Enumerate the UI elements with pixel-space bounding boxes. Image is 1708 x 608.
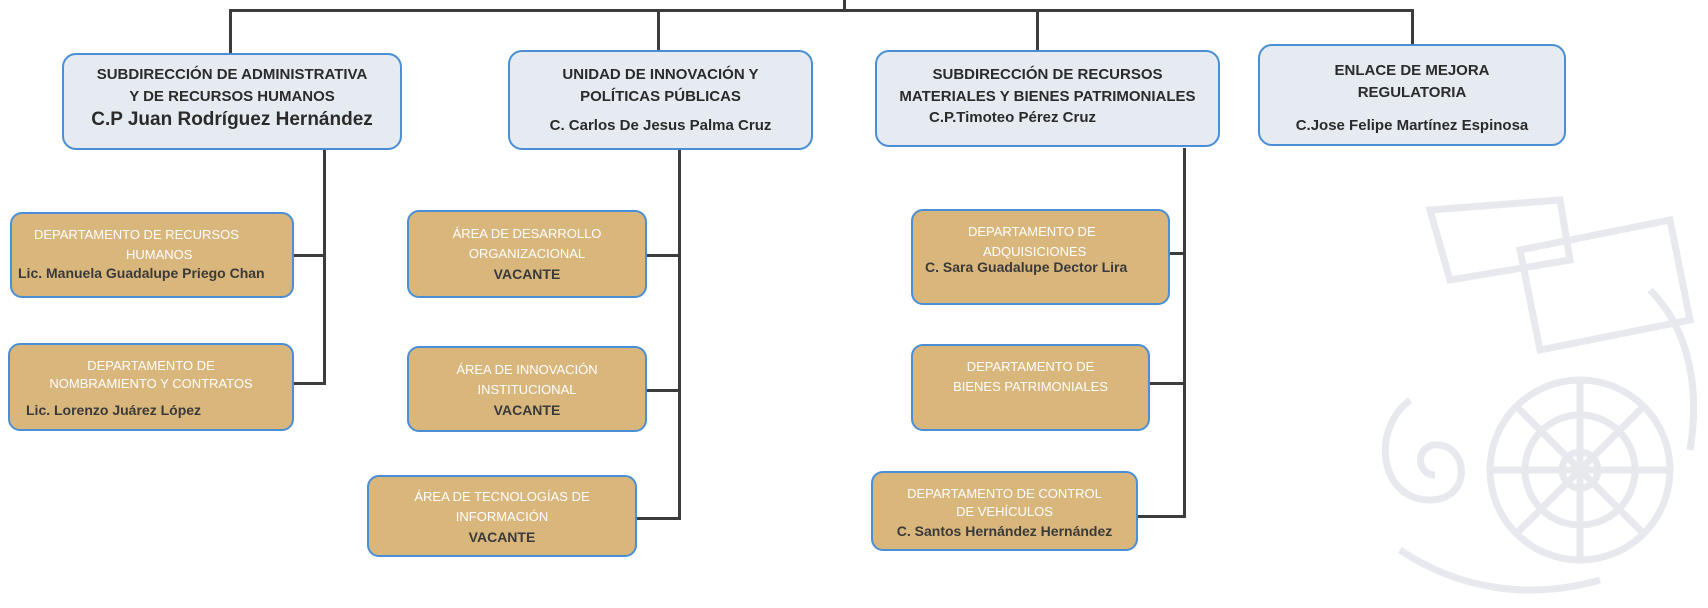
area-title: ORGANIZACIONAL bbox=[468, 246, 586, 261]
dept-title: DEPARTAMENTO DE bbox=[87, 358, 215, 373]
branch-unit-3-b bbox=[1149, 382, 1186, 385]
branch-unit-3-a bbox=[1169, 252, 1186, 255]
drop-line-unit-3 bbox=[1036, 9, 1039, 56]
area-status: VACANTE bbox=[493, 266, 561, 282]
area-title: ÁREA DE TECNOLOGÍAS DE bbox=[414, 489, 590, 504]
dept-title: DE VEHÍCULOS bbox=[956, 504, 1053, 519]
area-title: INSTITUCIONAL bbox=[477, 382, 577, 397]
unit-head-name: C. Carlos De Jesus Palma Cruz bbox=[549, 117, 772, 134]
dept-box-control-vehiculos: DEPARTAMENTO DE CONTROL DE VEHÍCULOS C. … bbox=[871, 471, 1138, 551]
unit-box-innovacion-politicas: UNIDAD DE INNOVACIÓN Y POLÍTICAS PÚBLICA… bbox=[508, 50, 813, 150]
unit-title: REGULATORIA bbox=[1357, 84, 1467, 101]
seal-watermark bbox=[1381, 196, 1698, 594]
branch-unit-1-b bbox=[293, 382, 326, 385]
area-status: VACANTE bbox=[468, 529, 536, 545]
trunk-unit-2 bbox=[678, 148, 681, 520]
unit-title: SUBDIRECCIÓN DE RECURSOS bbox=[932, 66, 1163, 83]
dept-title: ADQUISICIONES bbox=[983, 244, 1087, 259]
root-stub-line bbox=[843, 0, 846, 11]
dept-person-name: Lic. Manuela Guadalupe Priego Chan bbox=[18, 265, 265, 281]
dept-title: DEPARTAMENTO DE CONTROL bbox=[907, 486, 1102, 501]
dept-person-name: Lic. Lorenzo Juárez López bbox=[26, 402, 202, 418]
unit-box-subdireccion-administrativa: SUBDIRECCIÓN DE ADMINISTRATIVA Y DE RECU… bbox=[62, 53, 402, 150]
dept-title: BIENES PATRIMONIALES bbox=[953, 379, 1108, 394]
unit-head-name: C.P.Timoteo Pérez Cruz bbox=[929, 109, 1096, 126]
dept-title: DEPARTAMENTO DE bbox=[968, 224, 1096, 239]
dept-title: NOMBRAMIENTO Y CONTRATOS bbox=[49, 376, 253, 391]
dept-person-name: C. Sara Guadalupe Dector Lira bbox=[925, 259, 1128, 275]
unit-title: Y DE RECURSOS HUMANOS bbox=[129, 88, 335, 105]
dept-person-name: C. Santos Hernández Hernández bbox=[896, 523, 1113, 539]
unit-box-mejora-regulatoria: ENLACE DE MEJORA REGULATORIA C.Jose Feli… bbox=[1258, 44, 1566, 146]
area-title: ÁREA DE DESARROLLO bbox=[452, 226, 602, 241]
unit-title: MATERIALES Y BIENES PATRIMONIALES bbox=[899, 88, 1196, 105]
area-box-desarrollo-organizacional: ÁREA DE DESARROLLO ORGANIZACIONAL VACANT… bbox=[407, 210, 647, 298]
dept-box-nombramiento-contratos: DEPARTAMENTO DE NOMBRAMIENTO Y CONTRATOS… bbox=[8, 343, 294, 431]
area-box-tecnologias-informacion: ÁREA DE TECNOLOGÍAS DE INFORMACIÓN VACAN… bbox=[367, 475, 637, 557]
unit-title: POLÍTICAS PÚBLICAS bbox=[580, 88, 741, 105]
drop-line-unit-4 bbox=[1411, 9, 1414, 50]
dept-title: HUMANOS bbox=[126, 247, 193, 262]
area-title: INFORMACIÓN bbox=[455, 509, 549, 524]
branch-unit-2-b bbox=[646, 389, 681, 392]
branch-unit-1-a bbox=[293, 254, 326, 257]
branch-unit-2-a bbox=[646, 254, 681, 257]
unit-title: UNIDAD DE INNOVACIÓN Y bbox=[562, 66, 759, 83]
dept-box-recursos-humanos: DEPARTAMENTO DE RECURSOS HUMANOS Lic. Ma… bbox=[10, 212, 294, 298]
trunk-unit-3 bbox=[1183, 148, 1186, 518]
branch-unit-2-c bbox=[636, 517, 681, 520]
area-title: ÁREA DE INNOVACIÓN bbox=[456, 362, 598, 377]
unit-title: SUBDIRECCIÓN DE ADMINISTRATIVA bbox=[96, 66, 368, 83]
top-connector-line bbox=[230, 9, 1414, 12]
drop-line-unit-2 bbox=[657, 9, 660, 56]
unit-head-name: C.P Juan Rodríguez Hernández bbox=[91, 109, 373, 130]
unit-head-name: C.Jose Felipe Martínez Espinosa bbox=[1295, 117, 1529, 134]
area-status: VACANTE bbox=[493, 402, 561, 418]
dept-title: DEPARTAMENTO DE RECURSOS bbox=[34, 227, 239, 242]
drop-line-unit-1 bbox=[229, 9, 232, 56]
area-box-innovacion-institucional: ÁREA DE INNOVACIÓN INSTITUCIONAL VACANTE bbox=[407, 346, 647, 432]
dept-title: DEPARTAMENTO DE bbox=[966, 359, 1095, 374]
dept-box-adquisiciones: DEPARTAMENTO DE ADQUISICIONES C. Sara Gu… bbox=[911, 209, 1170, 305]
trunk-unit-1 bbox=[323, 148, 326, 384]
unit-box-recursos-materiales: SUBDIRECCIÓN DE RECURSOS MATERIALES Y BI… bbox=[875, 50, 1220, 147]
branch-unit-3-c bbox=[1137, 515, 1186, 518]
dept-box-bienes-patrimoniales: DEPARTAMENTO DE BIENES PATRIMONIALES bbox=[911, 344, 1150, 431]
unit-title: ENLACE DE MEJORA bbox=[1334, 62, 1490, 79]
